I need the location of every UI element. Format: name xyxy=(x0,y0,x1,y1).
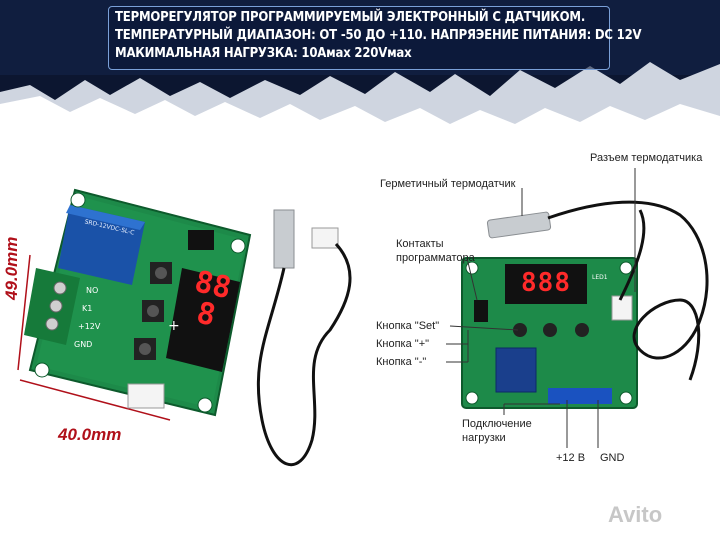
label-button-minus: Кнопка "-" xyxy=(376,356,427,368)
label-gnd: GND xyxy=(600,452,625,464)
label-load-connection-2: нагрузки xyxy=(462,432,506,444)
header-banner: ТЕРМОРЕГУЛЯТОР ПРОГРАММИРУЕМЫЙ ЭЛЕКТРОНН… xyxy=(0,0,720,130)
terminal-label-3: GND xyxy=(74,340,93,349)
temperature-probe-right xyxy=(486,200,709,381)
callout-lines xyxy=(446,168,636,448)
thermostat-board-left xyxy=(24,188,252,417)
dimension-lines xyxy=(17,254,171,421)
label-programmer-contacts-2: программатора xyxy=(396,252,475,264)
right-display-digits: 888 xyxy=(521,268,571,298)
terminal-label-1: K1 xyxy=(82,304,93,313)
label-load-connection-1: Подключение xyxy=(462,418,532,430)
banner-title-box: ТЕРМОРЕГУЛЯТОР ПРОГРАММИРУЕМЫЙ ЭЛЕКТРОНН… xyxy=(108,6,642,70)
label-programmer-contacts-1: Контакты xyxy=(396,238,444,250)
width-dimension: 40.0mm xyxy=(58,425,122,444)
temperature-probe-left xyxy=(256,209,352,467)
banner-title-line-2: ТЕМПЕРАТУРНЫЙ ДИАПАЗОН: ОТ -50 ДО +110. … xyxy=(115,28,642,43)
terminal-label-2: +12V xyxy=(78,322,101,331)
thermostat-board-right xyxy=(461,257,638,409)
label-sensor-connector: Разъем термодатчика xyxy=(590,152,703,164)
led-label: LED1 xyxy=(592,274,608,281)
terminal-label-0: NO xyxy=(86,286,99,295)
label-button-plus: Кнопка "+" xyxy=(376,338,430,350)
label-sealed-sensor: Герметичный термодатчик xyxy=(380,178,516,190)
banner-title-line-1: ТЕРМОРЕГУЛЯТОР ПРОГРАММИРУЕМЫЙ ЭЛЕКТРОНН… xyxy=(115,10,586,25)
banner-title-line-3: МАКИМАЛЬНАЯ НАГРУЗКА: 10Амах 220Vмах xyxy=(115,46,412,61)
label-plus12v: +12 В xyxy=(556,452,586,464)
label-button-set: Кнопка "Set" xyxy=(376,320,440,332)
height-dimension: 49.0mm xyxy=(2,236,21,300)
plus-symbol: + xyxy=(168,318,180,334)
avito-watermark: Avito xyxy=(608,502,663,527)
